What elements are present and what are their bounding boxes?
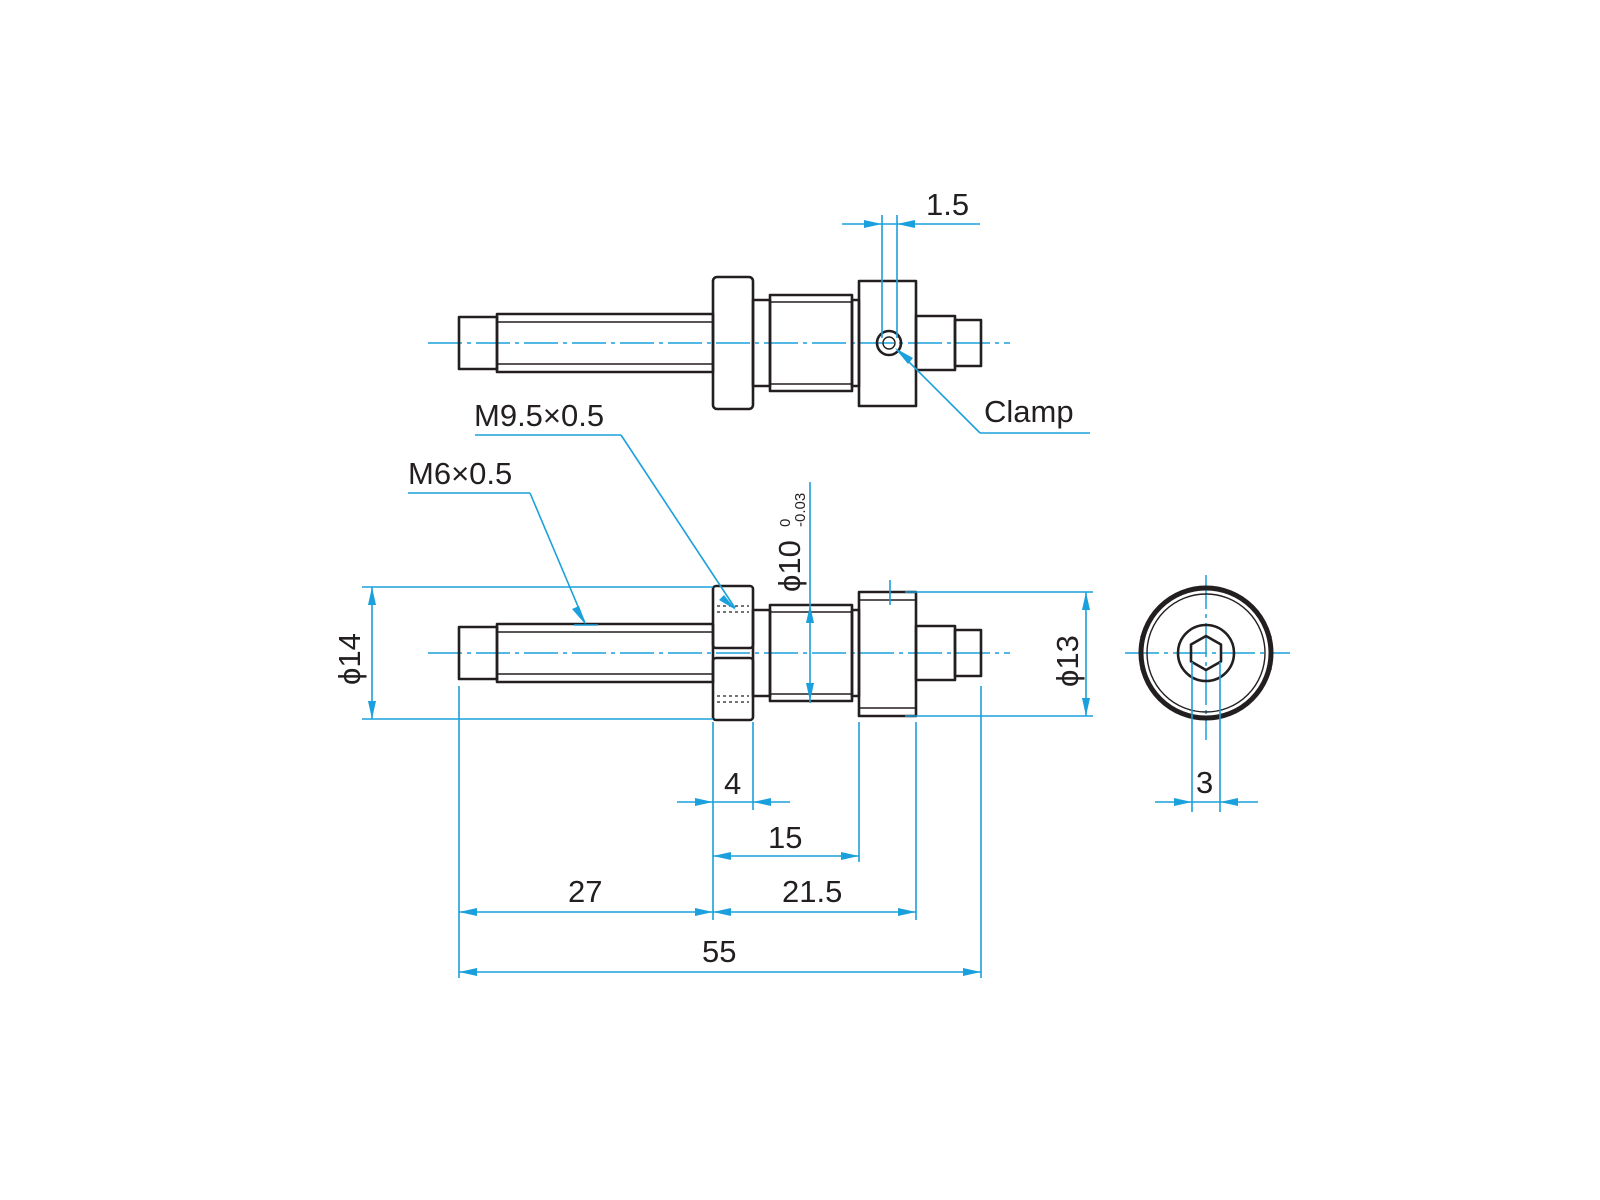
front-shaft (495, 622, 715, 684)
dim-len-15: 15 (768, 820, 802, 855)
dim-len-55: 55 (702, 934, 736, 969)
callout-thread-large: M9.5×0.5 (474, 398, 604, 433)
hex-socket-icon (1189, 634, 1223, 672)
dim-dia-14: ϕ14 (332, 633, 367, 685)
end-inner-ring (1146, 593, 1266, 713)
front-tip-right (953, 628, 983, 678)
front-clamp-collar (857, 590, 918, 718)
callout-clamp: Clamp (984, 394, 1074, 429)
dim-flange-width: 4 (724, 766, 741, 801)
end-view: 3 (1125, 575, 1290, 812)
top-tip-right (953, 318, 983, 368)
dim-hex-3: 3 (1196, 765, 1213, 800)
end-hub (1176, 623, 1236, 683)
dim-len-27: 27 (568, 874, 602, 909)
end-outer-ring (1138, 585, 1274, 721)
dim-len-21-5: 21.5 (782, 874, 842, 909)
end-slot-cut (1139, 635, 1273, 671)
front-flange-lower (711, 656, 755, 722)
clamp-leader (896, 349, 981, 434)
clamp-screw-inner (882, 336, 896, 350)
dim-dia-10-tol-upper: 0 (777, 519, 794, 527)
front-view: ϕ14 ϕ10 0 -0.03 ϕ13 M9.5×0.5 M6×0.5 (332, 398, 1093, 978)
dim-dia-13: ϕ13 (1050, 635, 1085, 687)
callout-thread-small: M6×0.5 (408, 456, 512, 491)
dim-dia-10: ϕ10 (772, 540, 807, 592)
dim-clamp-slot: 1.5 (926, 187, 969, 222)
dim-dia-10-tol-lower: -0.03 (792, 493, 809, 527)
front-flange-upper (711, 584, 755, 650)
top-view: 1.5 Clamp (428, 187, 1090, 434)
clamp-screw-outer (875, 329, 903, 357)
